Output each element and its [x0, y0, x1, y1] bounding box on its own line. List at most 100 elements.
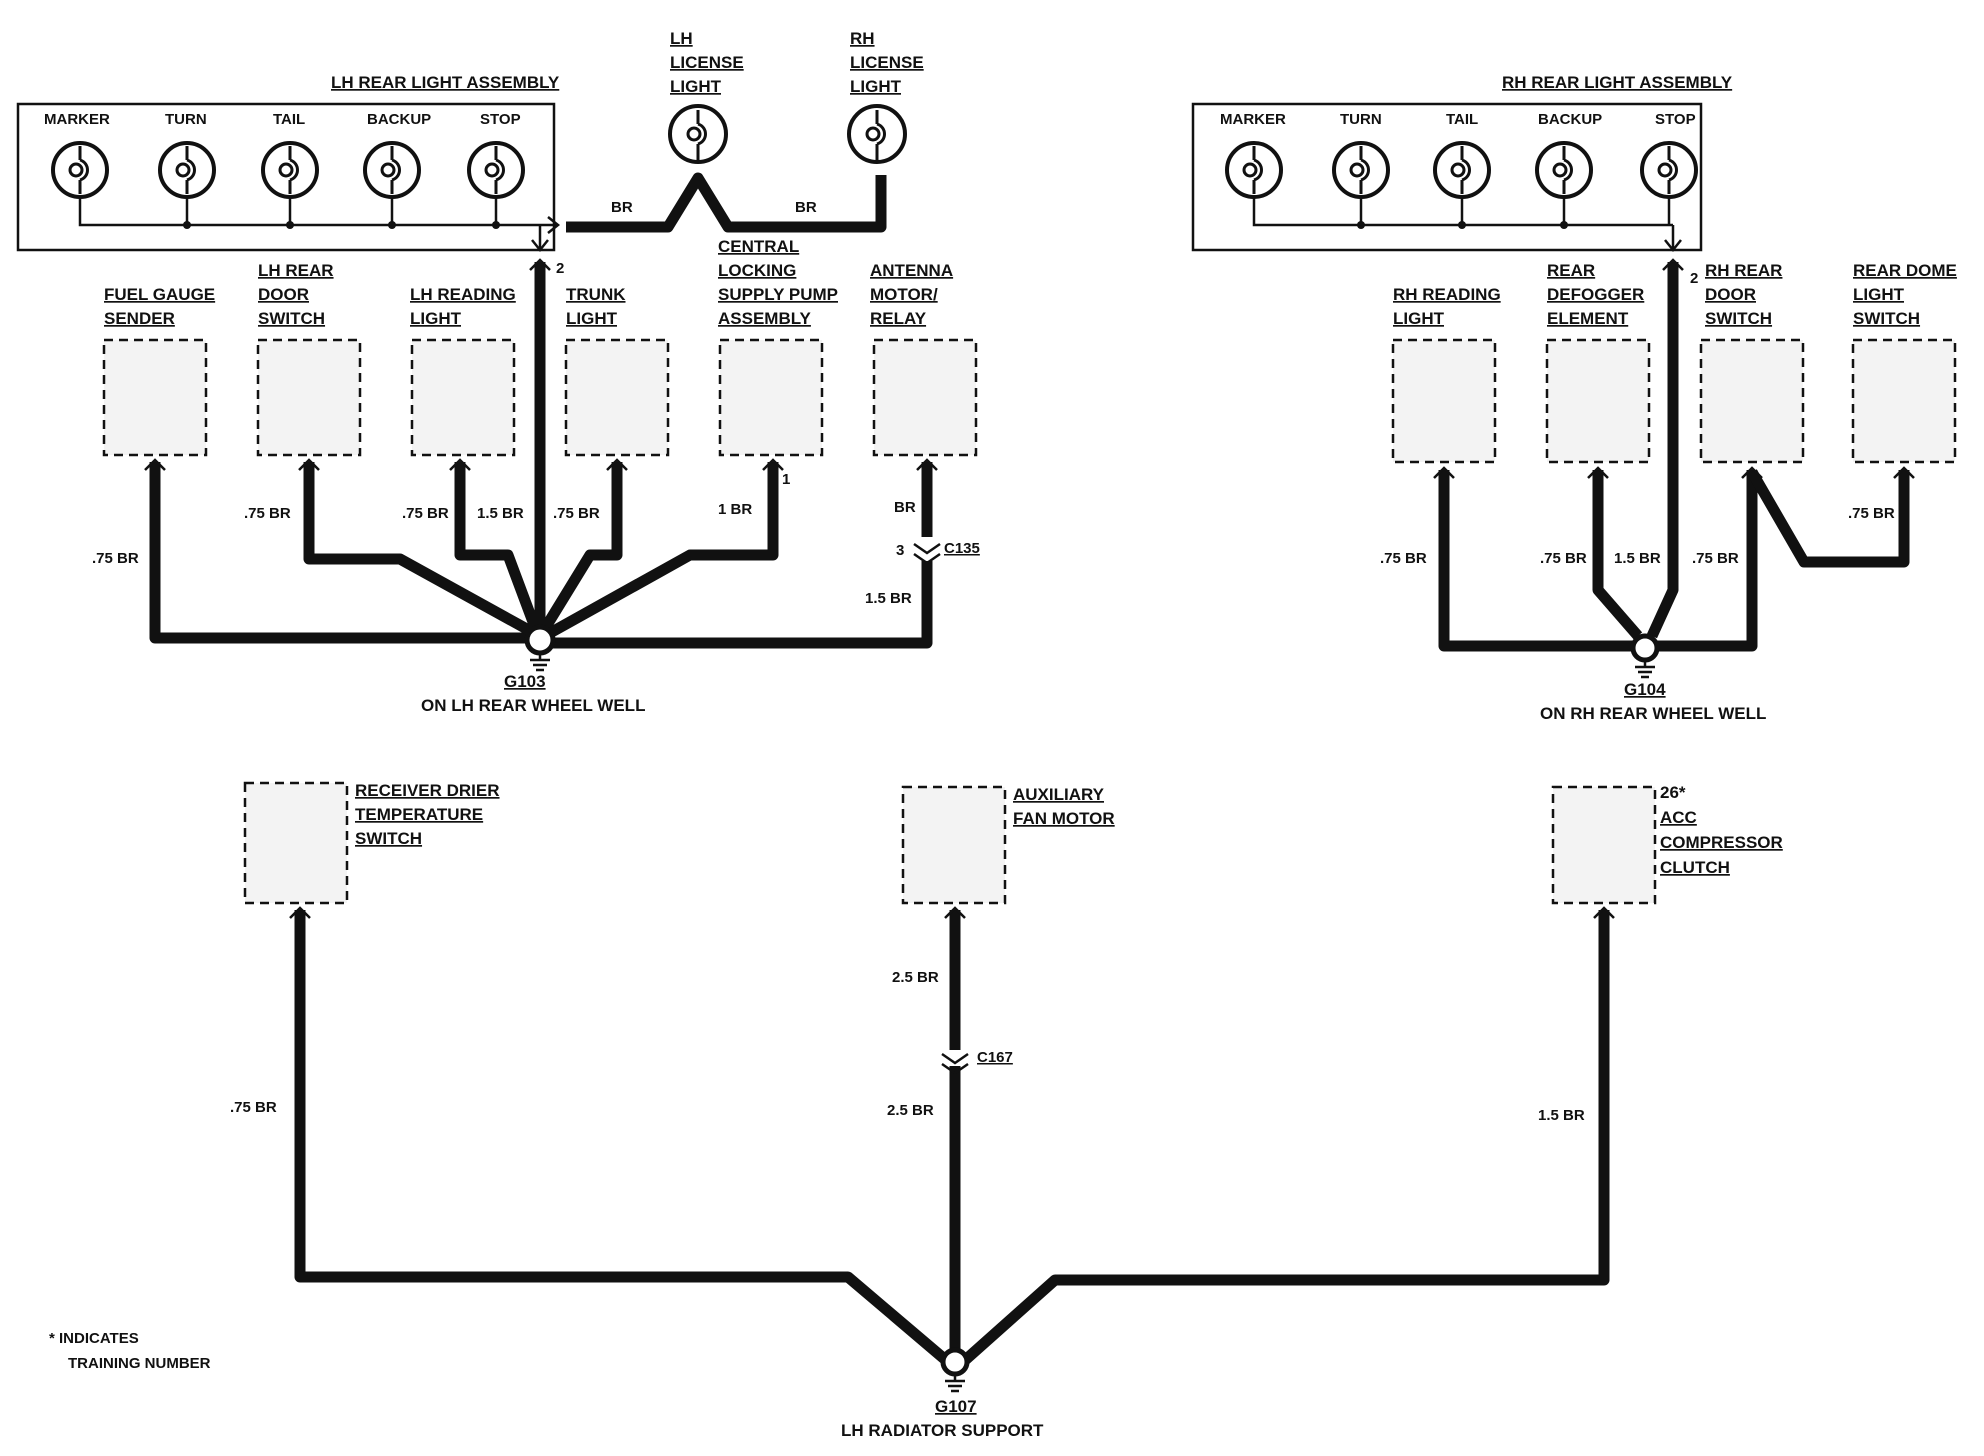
svg-text:TAIL: TAIL: [1446, 111, 1478, 128]
lh-bulb-label-tail: TAIL: [273, 111, 305, 128]
c167-connector-label: C167: [977, 1049, 1013, 1066]
svg-text:REAR DOME: REAR DOME: [1853, 261, 1957, 280]
svg-text:1.5 BR: 1.5 BR: [477, 505, 524, 522]
lh-component-fuel-gauge-sender: FUEL GAUGE SENDER: [102, 285, 215, 457]
svg-text:MARKER: MARKER: [1220, 111, 1286, 128]
footnote-line-2: TRAINING NUMBER: [68, 1355, 211, 1372]
svg-text:.75 BR: .75 BR: [244, 505, 291, 522]
lh-rear-assembly-title: LH REAR LIGHT ASSEMBLY: [331, 73, 560, 92]
svg-text:LH REAR: LH REAR: [258, 261, 334, 280]
lh-backup-bulb: [363, 141, 421, 199]
svg-text:REAR: REAR: [1547, 261, 1595, 280]
svg-text:SWITCH: SWITCH: [1853, 309, 1920, 328]
svg-text:LH READING: LH READING: [410, 285, 516, 304]
svg-text:LICENSE: LICENSE: [850, 53, 924, 72]
svg-text:.75 BR: .75 BR: [230, 1099, 277, 1116]
svg-text:RH REAR: RH REAR: [1705, 261, 1782, 280]
svg-text:SENDER: SENDER: [104, 309, 175, 328]
svg-text:SWITCH: SWITCH: [258, 309, 325, 328]
svg-text:.75 BR: .75 BR: [1380, 550, 1427, 567]
svg-text:FAN MOTOR: FAN MOTOR: [1013, 809, 1115, 828]
front-component-receiver-drier-switch: RECEIVER DRIER TEMPERATURE SWITCH: [243, 781, 500, 905]
lh-bulb-label-turn: TURN: [165, 111, 207, 128]
rh-stop-pin-label: 2: [1690, 270, 1698, 287]
svg-text:MOTOR/: MOTOR/: [870, 285, 938, 304]
rh-component-reading-light: RH READING LIGHT: [1391, 285, 1501, 464]
svg-text:COMPRESSOR: COMPRESSOR: [1660, 833, 1783, 852]
svg-text:LIGHT: LIGHT: [566, 309, 618, 328]
license-wire-right-label: BR: [795, 199, 817, 216]
rh-license-bulb: [847, 104, 907, 164]
lh-marker-bulb: [51, 141, 109, 199]
lh-component-antenna-motor-relay: ANTENNA MOTOR/ RELAY: [870, 261, 978, 457]
svg-text:RH: RH: [850, 29, 875, 48]
svg-text:ACC: ACC: [1660, 808, 1697, 827]
front-component-auxiliary-fan-motor: AUXILIARY FAN MOTOR: [901, 785, 1115, 905]
svg-text:FUEL GAUGE: FUEL GAUGE: [104, 285, 215, 304]
svg-text:LIGHT: LIGHT: [670, 77, 722, 96]
rh-rear-assembly-box: [1191, 102, 1703, 252]
lh-rear-light-assembly: LH REAR LIGHT ASSEMBLY MARKER TURN TAIL …: [16, 73, 561, 253]
svg-text:CLUTCH: CLUTCH: [1660, 858, 1730, 877]
rh-stop-wire-label: 1.5 BR: [1614, 550, 1661, 567]
rh-component-rear-dome-light-switch: REAR DOME LIGHT SWITCH: [1851, 261, 1957, 464]
lh-bulb-label-stop: STOP: [480, 111, 521, 128]
svg-text:LIGHT: LIGHT: [410, 309, 462, 328]
svg-text:TRUNK: TRUNK: [566, 285, 626, 304]
rh-component-rear-door-switch: RH REAR DOOR SWITCH: [1699, 261, 1805, 464]
svg-text:.75 BR: .75 BR: [92, 550, 139, 567]
rh-tail-bulb: [1433, 141, 1491, 199]
lh-rear-assembly-box: [16, 102, 556, 252]
lh-bulb-label-marker: MARKER: [44, 111, 110, 128]
lh-component-trunk-light: TRUNK LIGHT: [564, 285, 670, 457]
lh-license-bulb: [668, 104, 728, 164]
rh-license-light: RH LICENSE LIGHT: [847, 29, 924, 164]
g104-location: ON RH REAR WHEEL WELL: [1540, 704, 1766, 723]
svg-text:LICENSE: LICENSE: [670, 53, 744, 72]
g103-location: ON LH REAR WHEEL WELL: [421, 696, 645, 715]
svg-text:STOP: STOP: [1655, 111, 1696, 128]
c135-connector-symbol: [913, 542, 941, 565]
svg-text:.75 BR: .75 BR: [1692, 550, 1739, 567]
svg-text:1.5 BR: 1.5 BR: [1538, 1107, 1585, 1124]
svg-text:.75 BR: .75 BR: [1848, 505, 1895, 522]
lh-stop-bulb: [467, 141, 525, 199]
svg-text:26*: 26*: [1660, 783, 1686, 802]
g104-label: G104: [1624, 680, 1666, 699]
svg-text:LIGHT: LIGHT: [1853, 285, 1905, 304]
svg-text:RECEIVER DRIER: RECEIVER DRIER: [355, 781, 500, 800]
lh-license-light: LH LICENSE LIGHT: [668, 29, 744, 164]
g107-location: LH RADIATOR SUPPORT: [841, 1421, 1044, 1440]
c135-connector-label: C135: [944, 540, 980, 557]
g103-wiring: [144, 258, 941, 649]
svg-text:LOCKING: LOCKING: [718, 261, 796, 280]
svg-text:2.5 BR: 2.5 BR: [892, 969, 939, 986]
rh-stop-bulb: [1640, 141, 1698, 199]
g107-label: G107: [935, 1397, 977, 1416]
svg-text:SWITCH: SWITCH: [355, 829, 422, 848]
svg-text:.75 BR: .75 BR: [402, 505, 449, 522]
rh-rear-assembly-title: RH REAR LIGHT ASSEMBLY: [1502, 73, 1733, 92]
svg-text:ELEMENT: ELEMENT: [1547, 309, 1629, 328]
lh-turn-bulb: [158, 141, 216, 199]
svg-text:SUPPLY PUMP: SUPPLY PUMP: [718, 285, 838, 304]
svg-text:.75 BR: .75 BR: [1540, 550, 1587, 567]
svg-text:BACKUP: BACKUP: [1538, 111, 1602, 128]
svg-text:DOOR: DOOR: [258, 285, 309, 304]
svg-text:RH READING: RH READING: [1393, 285, 1501, 304]
svg-text:1.5 BR: 1.5 BR: [865, 590, 912, 607]
license-wire-left-label: BR: [611, 199, 633, 216]
g103-label: G103: [504, 672, 546, 691]
lh-stop-pin-label: 2: [556, 260, 564, 277]
lh-component-rear-door-switch: LH REAR DOOR SWITCH: [256, 261, 362, 457]
svg-text:LH: LH: [670, 29, 693, 48]
c167-connector-symbol: [941, 1052, 969, 1075]
lh-component-reading-light: LH READING LIGHT: [410, 285, 516, 457]
svg-text:ASSEMBLY: ASSEMBLY: [718, 309, 812, 328]
rh-marker-bulb: [1225, 141, 1283, 199]
svg-text:LIGHT: LIGHT: [850, 77, 902, 96]
svg-text:LIGHT: LIGHT: [1393, 309, 1445, 328]
rh-backup-bulb: [1535, 141, 1593, 199]
svg-text:BR: BR: [894, 499, 916, 516]
svg-text:2.5 BR: 2.5 BR: [887, 1102, 934, 1119]
